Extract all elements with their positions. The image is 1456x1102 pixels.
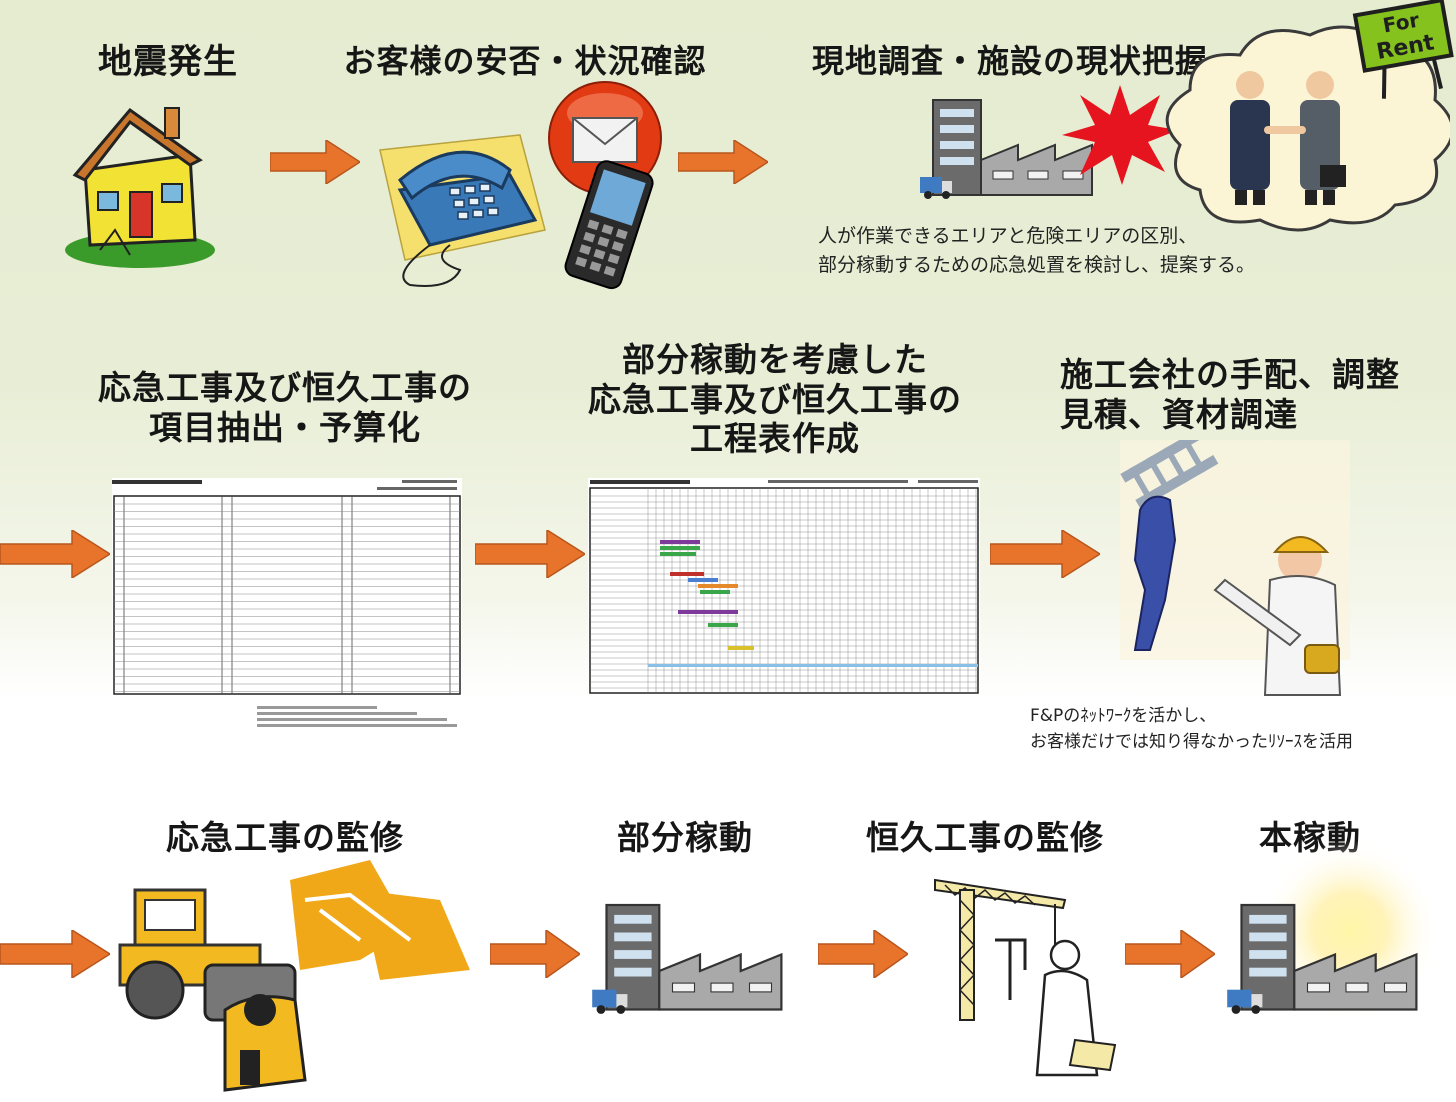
- explosion-icon: [1062, 85, 1178, 185]
- email-icon: [548, 81, 662, 195]
- step-emergency-supervision-title: 応急工事の監修: [166, 818, 404, 857]
- arrow-5-6: [990, 530, 1100, 578]
- step-contractor-title: 施工会社の手配、調整 見積、資材調達: [1060, 355, 1440, 434]
- step-budget-line1: 応急工事及び恒久工事の: [98, 368, 472, 407]
- collapsing-house-icon: [65, 107, 215, 268]
- arrow-9-10: [1125, 930, 1215, 978]
- step-partial-operation-title: 部分稼動: [617, 818, 753, 857]
- arrow-1-2: [270, 140, 360, 184]
- survey-caption: 人が作業できるエリアと危険エリアの区別、 部分稼動するための応急処置を検討し、提…: [818, 222, 1418, 281]
- step-contractor-line1: 施工会社の手配、調整: [1060, 355, 1400, 394]
- for-rent-sign-icon: For Rent: [1352, 0, 1454, 99]
- arrow-into-row2: [0, 530, 110, 578]
- road-roller-icon: [118, 860, 470, 1092]
- step-budget-title: 応急工事及び恒久工事の 項目抽出・予算化: [70, 368, 500, 447]
- crane-icon: [934, 878, 1117, 1077]
- network-caption-line1: F&Pのﾈｯﾄﾜｰｸを活かし、: [1030, 706, 1217, 726]
- worker-icon: [1120, 440, 1350, 696]
- factory-icon: [920, 99, 1093, 199]
- arrow-into-row3: [0, 930, 110, 978]
- factory-icon-full: [1227, 903, 1418, 1014]
- network-caption-line2: お客様だけでは知り得なかったﾘｿｰｽを活用: [1030, 732, 1353, 753]
- survey-caption-line2: 部分稼動するための応急処置を検討し、提案する。: [818, 254, 1256, 277]
- step-site-survey-title: 現地調査・施設の現状把握: [811, 42, 1208, 80]
- step-permanent-supervision-title: 恒久工事の監修: [866, 818, 1104, 857]
- step-budget-line2: 項目抽出・予算化: [149, 407, 421, 447]
- handshake-icon: [1165, 25, 1450, 232]
- step-safety-check-title: お客様の安否・状況確認: [343, 42, 707, 80]
- telephone-icon: [379, 134, 546, 287]
- arrow-7-8: [490, 930, 580, 978]
- factory-icon-partial: [592, 903, 783, 1014]
- network-caption: F&Pのﾈｯﾄﾜｰｸを活かし、 お客様だけでは知り得なかったﾘｿｰｽを活用: [1030, 703, 1450, 756]
- arrow-4-5: [475, 530, 585, 578]
- mobile-phone-icon: [564, 160, 654, 290]
- step-schedule-line2: 応急工事及び恒久工事の: [588, 379, 962, 419]
- step-earthquake-title: 地震発生: [98, 42, 238, 82]
- arrow-8-9: [818, 930, 908, 978]
- arrow-2-3: [678, 140, 768, 184]
- step-schedule-title: 部分稼動を考慮した 応急工事及び恒久工事の 工程表作成: [560, 340, 990, 459]
- survey-caption-line1: 人が作業できるエリアと危険エリアの区別、: [818, 225, 1198, 247]
- step-schedule-line3: 工程表作成: [690, 419, 860, 459]
- gantt-chart-icon: [588, 478, 980, 700]
- step-contractor-line2: 見積、資材調達: [1060, 394, 1298, 434]
- step-schedule-line1: 部分稼動を考慮した: [622, 340, 928, 379]
- document-icon: [112, 478, 462, 740]
